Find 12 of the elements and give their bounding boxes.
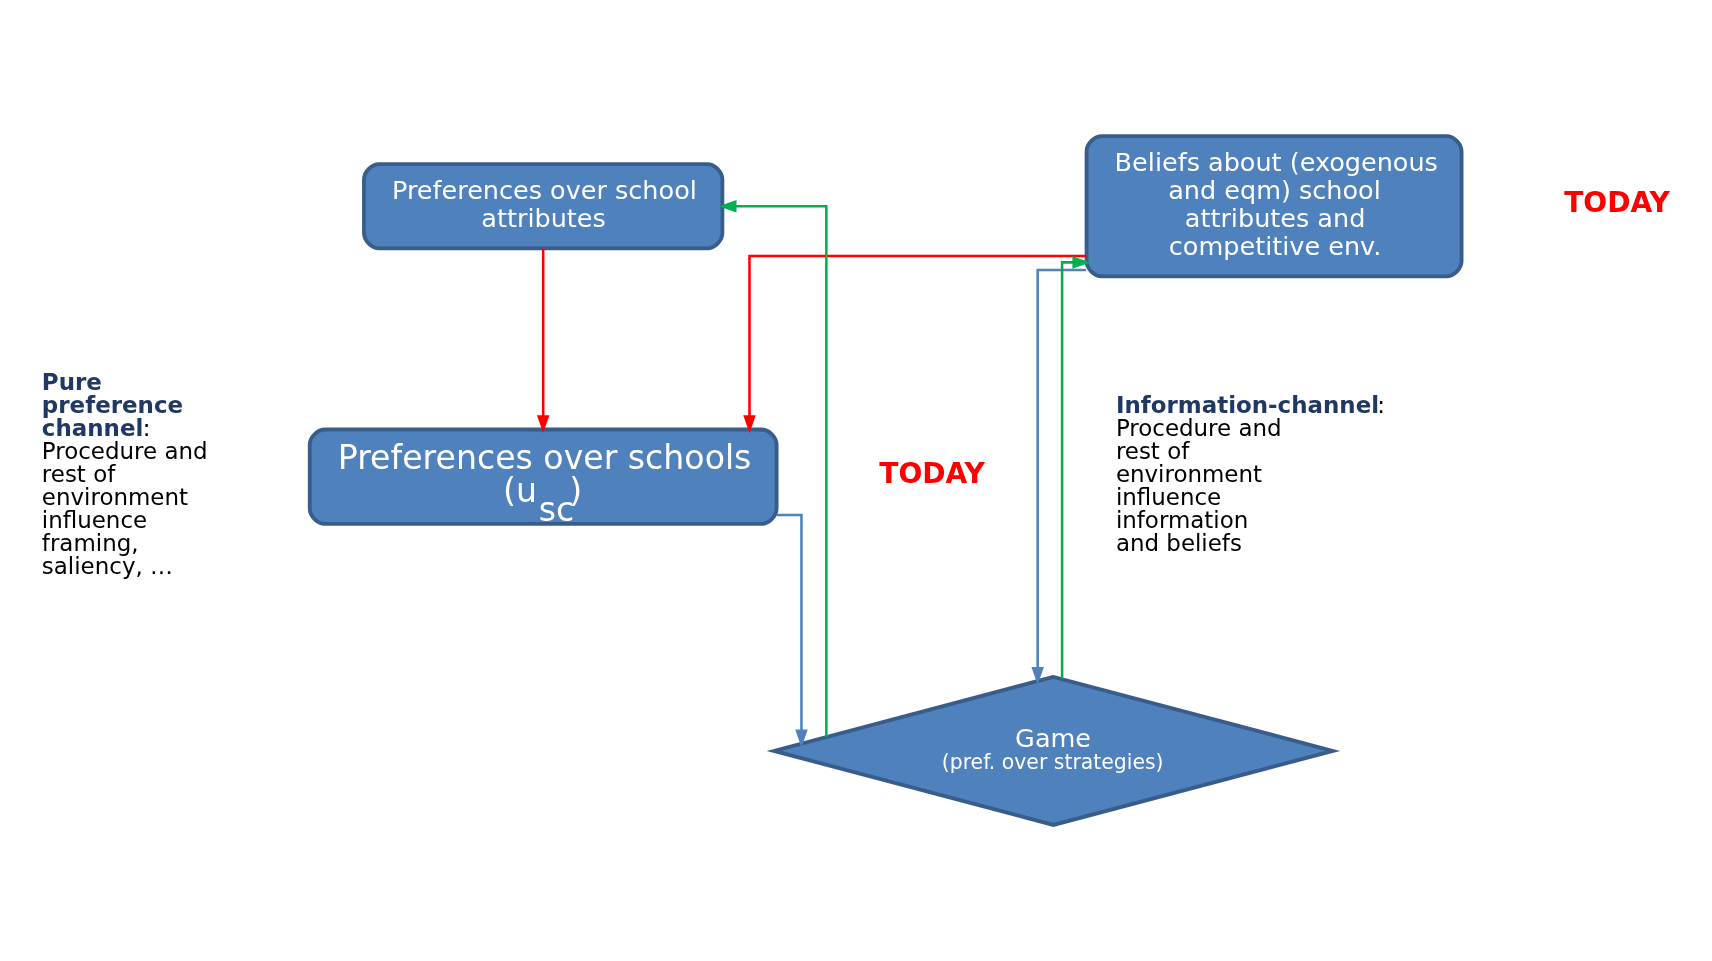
node-box: Beliefs about (exogenous and eqm) school attributes and competitive env. (1084, 134, 1464, 279)
label: Information-channel: Procedure and rest of environment influence information and beliefs (1115, 392, 1386, 557)
arrow (1060, 256, 1091, 679)
arrow (1031, 268, 1087, 685)
label: TODAY (1564, 186, 1670, 220)
arrow (536, 248, 550, 434)
label: Pure preference channel: Procedure and rest of environment influence framing, saliency, … (41, 369, 208, 580)
arrow (718, 200, 828, 737)
node-box: Preferences over school attributes (362, 162, 725, 251)
node-diamond: Game (pref. over strategies) (766, 674, 1341, 827)
arrow (743, 254, 1087, 434)
label: TODAY (879, 456, 985, 490)
